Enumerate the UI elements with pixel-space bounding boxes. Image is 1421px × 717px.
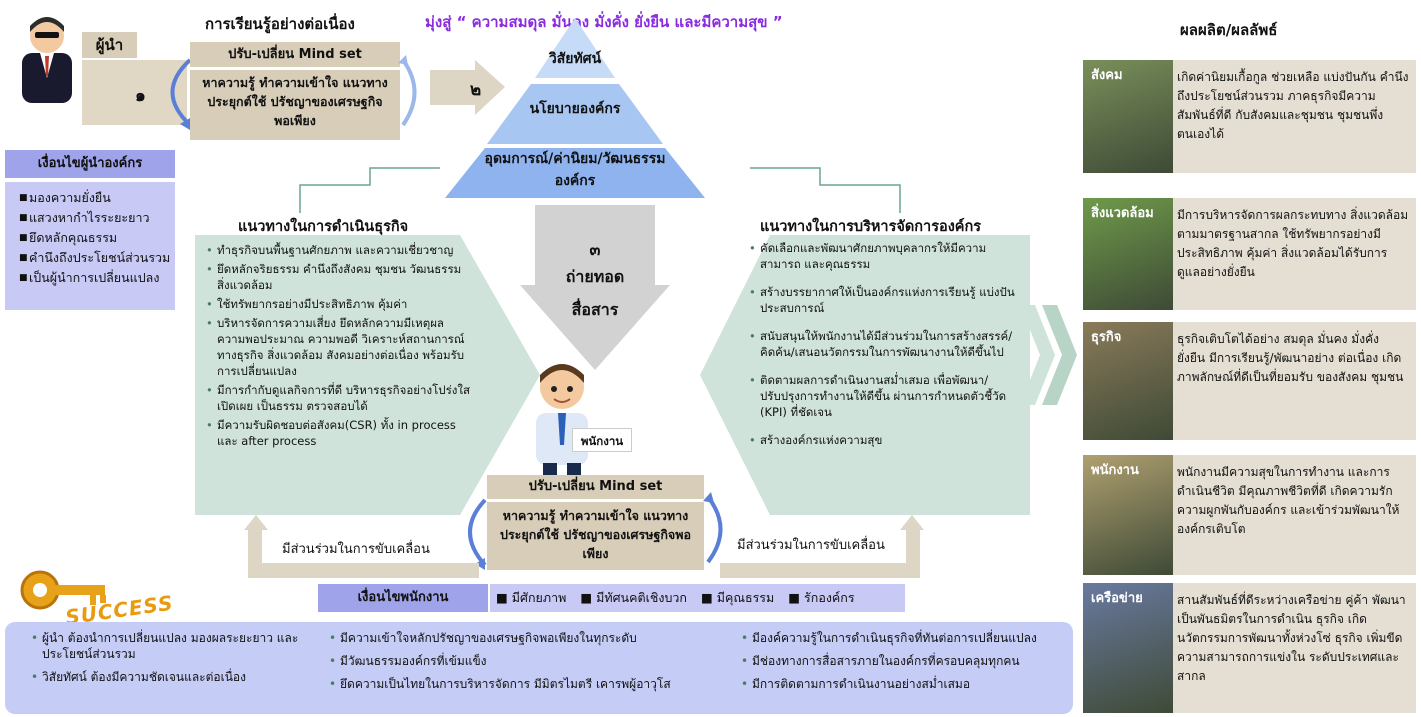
success-col3: มีองค์ความรู้ในการดำเนินธุรกิจที่ทันต่อก…: [740, 630, 1070, 699]
leader-condition-item: ยึดหลักคุณธรรม: [19, 228, 171, 248]
leader-mindset-box: ปรับ-เปลี่ยน Mind set: [190, 42, 400, 67]
output-text: สานสัมพันธ์ที่ดีระหว่างเครือข่าย คู่ค้า …: [1177, 593, 1406, 683]
leader-condition-item: แสวงหากำไรระยะยาว: [19, 208, 171, 228]
output-tag: ธุรกิจ: [1091, 330, 1122, 345]
output-photo: [1083, 583, 1173, 713]
output-text: มีการบริหารจัดการผลกระทบทาง สิ่งแวดล้อมต…: [1177, 208, 1409, 279]
success-factor-item: วิสัยทัศน์ ต้องมีความชัดเจนและต่อเนื่อง: [31, 669, 315, 685]
output-text: ธุรกิจเติบโตได้อย่าง สมดุล มั่นคง มั่งคั…: [1177, 332, 1404, 384]
business-guideline-item: ทำธุรกิจบนพื้นฐานศักยภาพ และความเชี่ยวชา…: [206, 242, 473, 258]
success-factor-item: ยึดความเป็นไทยในการบริหารจัดการ มีมิตรไม…: [329, 676, 708, 692]
participation-left-arrow: [244, 515, 479, 580]
management-guideline-item: สร้างบรรยากาศให้เป็นองค์กรแห่งการเรียนรู…: [749, 284, 1020, 316]
output-tag: เครือข่าย: [1091, 591, 1143, 606]
management-guideline-item: สร้างองค์กรแห่งความสุข: [749, 432, 1020, 448]
business-list: ทำธุรกิจบนพื้นฐานศักยภาพ และความเชี่ยวชา…: [205, 242, 473, 452]
participation-left-text: มีส่วนร่วมในการขับเคลื่อน: [280, 538, 432, 559]
step-2-arrow: [430, 60, 505, 115]
business-guideline-item: มีการกำกับดูแลกิจการที่ดี บริหารธุรกิจอย…: [206, 382, 473, 414]
transfer-line2: สื่อสาร: [571, 300, 619, 319]
pyramid-policy: นโยบายองค์กร: [529, 101, 621, 117]
success-factor-item: ผู้นำ ต้องนำการเปลี่ยนแปลง มองผลระยะยาว …: [31, 630, 315, 662]
output-text: พนักงานมีความสุขในการทำงาน และการดำเนินช…: [1177, 465, 1400, 536]
success-col2: มีความเข้าใจหลักปรัชญาของเศรษฐกิจพอเพียง…: [328, 630, 708, 699]
output-photo: [1083, 455, 1173, 575]
output-card-1: สิ่งแวดล้อม มีการบริหารจัดการผลกระทบทาง ส…: [1083, 198, 1416, 310]
employee-figure: [518, 355, 608, 475]
employee-condition-item: ■ มีทัศนคติเชิงบวก: [580, 590, 687, 605]
output-card-0: สังคม เกิดค่านิยมเกื้อกูล ช่วยเหลือ แบ่งป…: [1083, 60, 1416, 173]
output-photo: [1083, 322, 1173, 440]
output-card-3: พนักงาน พนักงานมีความสุขในการทำงาน และการ…: [1083, 455, 1416, 575]
leader-condition-item: มองความยั่งยืน: [19, 188, 171, 208]
pyramid-culture: อุดมการณ์/ค่านิยม/วัฒนธรรม องค์กร: [484, 151, 666, 189]
output-tag: สังคม: [1091, 68, 1123, 83]
management-guideline-item: สนับสนุนให้พนักงานได้มีส่วนร่วมในการสร้า…: [749, 328, 1020, 360]
success-factor-item: มีวัฒนธรรมองค์กรที่เข้มแข็ง: [329, 653, 708, 669]
employee-condition-item: ■ มีศักยภาพ: [496, 590, 567, 605]
success-key-logo: [10, 565, 190, 635]
output-card-4: เครือข่าย สานสัมพันธ์ที่ดีระหว่างเครือข่า…: [1083, 583, 1416, 713]
success-col1: ผู้นำ ต้องนำการเปลี่ยนแปลง มองผลระยะยาว …: [30, 630, 315, 692]
employee-left-cycle-arrow: [450, 495, 490, 570]
employee-right-cycle-arrow: [703, 492, 738, 567]
step-1-arrow: [150, 55, 195, 130]
vision-pyramid: [405, 18, 745, 198]
transfer-arrow: [520, 205, 670, 370]
management-guideline-item: คัดเลือกและพัฒนาศักยภาพบุคลากรให้มีความส…: [749, 240, 1020, 272]
leader-step-box: [82, 60, 187, 125]
leader-label: ผู้นำ: [82, 32, 137, 58]
employee-condition-item: ■ มีคุณธรรม: [700, 590, 775, 605]
leader-figure: [10, 8, 85, 103]
leader-knowledge-box: หาความรู้ ทำความเข้าใจ แนวทางประยุกต์ใช้…: [190, 70, 400, 140]
leader-condition-item: คำนึงถึงประโยชน์ส่วนรวม: [19, 248, 171, 268]
step-2-number: ๒: [470, 80, 482, 100]
output-photo: [1083, 60, 1173, 173]
step-1-number: ๑: [135, 86, 146, 106]
learning-title: การเรียนรู้อย่างต่อเนื่อง: [205, 15, 355, 33]
step-3-number: ๓: [589, 240, 601, 259]
management-title: แนวทางในการบริหารจัดการองค์กร: [760, 219, 982, 235]
outputs-chevrons: [1020, 305, 1085, 405]
success-factor-item: มีความเข้าใจหลักปรัชญาของเศรษฐกิจพอเพียง…: [329, 630, 708, 646]
participation-right-text: มีส่วนร่วมในการขับเคลื่อน: [735, 534, 887, 555]
success-factor-item: มีช่องทางการสื่อสารภายในองค์กรที่ครอบคลุ…: [741, 653, 1070, 669]
output-tag: พนักงาน: [1091, 463, 1139, 478]
management-list: คัดเลือกและพัฒนาศักยภาพบุคลากรให้มีความส…: [748, 240, 1020, 460]
employee-mindset-box: ปรับ-เปลี่ยน Mind set: [487, 475, 704, 499]
output-photo: [1083, 198, 1173, 310]
business-guideline-item: มีความรับผิดชอบต่อสังคม(CSR) ทั้ง in pro…: [206, 417, 473, 449]
success-factor-item: มีการติดตามการดำเนินงานอย่างสม่ำเสมอ: [741, 676, 1070, 692]
employee-conditions-title: เงื่อนไขพนักงาน: [318, 584, 488, 612]
goal-text: มุ่งสู่ “ ความสมดุล มั่นคง มั่งคั่ง ยั่ง…: [425, 13, 783, 31]
outputs-title: ผลผลิต/ผลลัพธ์: [1180, 21, 1278, 39]
employee-knowledge-box: หาความรู้ ทำความเข้าใจ แนวทางประยุกต์ใช้…: [487, 502, 704, 570]
output-tag: สิ่งแวดล้อม: [1091, 206, 1154, 221]
management-guideline-item: ติดตามผลการดำเนินงานสม่ำเสมอ เพื่อพัฒนา/…: [749, 372, 1020, 420]
leader-condition-item: เป็นผู้นำการเปลี่ยนแปลง: [19, 268, 171, 288]
leader-conditions-list: มองความยั่งยืนแสวงหากำไรระยะยาวยึดหลักคุ…: [5, 182, 175, 310]
output-text: เกิดค่านิยมเกื้อกูล ช่วยเหลือ แบ่งปันกัน…: [1177, 70, 1409, 141]
employee-conditions-list: ■ มีศักยภาพ ■ มีทัศนคติเชิงบวก ■ มีคุณธรรม…: [490, 584, 905, 612]
learning-arrow: [398, 55, 428, 130]
output-card-2: ธุรกิจ ธุรกิจเติบโตได้อย่าง สมดุล มั่นคง …: [1083, 322, 1416, 440]
pyramid-connectors: [290, 165, 910, 215]
business-guideline-item: บริหารจัดการความเสี่ยง ยึดหลักความมีเหตุ…: [206, 315, 473, 379]
business-guideline-item: ใช้ทรัพยากรอย่างมีประสิทธิภาพ คุ้มค่า: [206, 296, 473, 312]
employee-label: พนักงาน: [572, 428, 632, 452]
business-title: แนวทางในการดำเนินธุรกิจ: [238, 219, 409, 235]
pyramid-vision: วิสัยทัศน์: [548, 51, 602, 67]
leader-conditions-title: เงื่อนไขผู้นำองค์กร: [5, 150, 175, 178]
participation-right-arrow: [720, 515, 930, 580]
employee-condition-item: ■ รักองค์กร: [788, 590, 855, 605]
business-guideline-item: ยึดหลักจริยธรรม คำนึงถึงสังคม ชุมชน วัฒน…: [206, 261, 473, 293]
success-factor-item: มีองค์ความรู้ในการดำเนินธุรกิจที่ทันต่อก…: [741, 630, 1070, 646]
transfer-line1: ถ่ายทอด: [565, 267, 625, 286]
